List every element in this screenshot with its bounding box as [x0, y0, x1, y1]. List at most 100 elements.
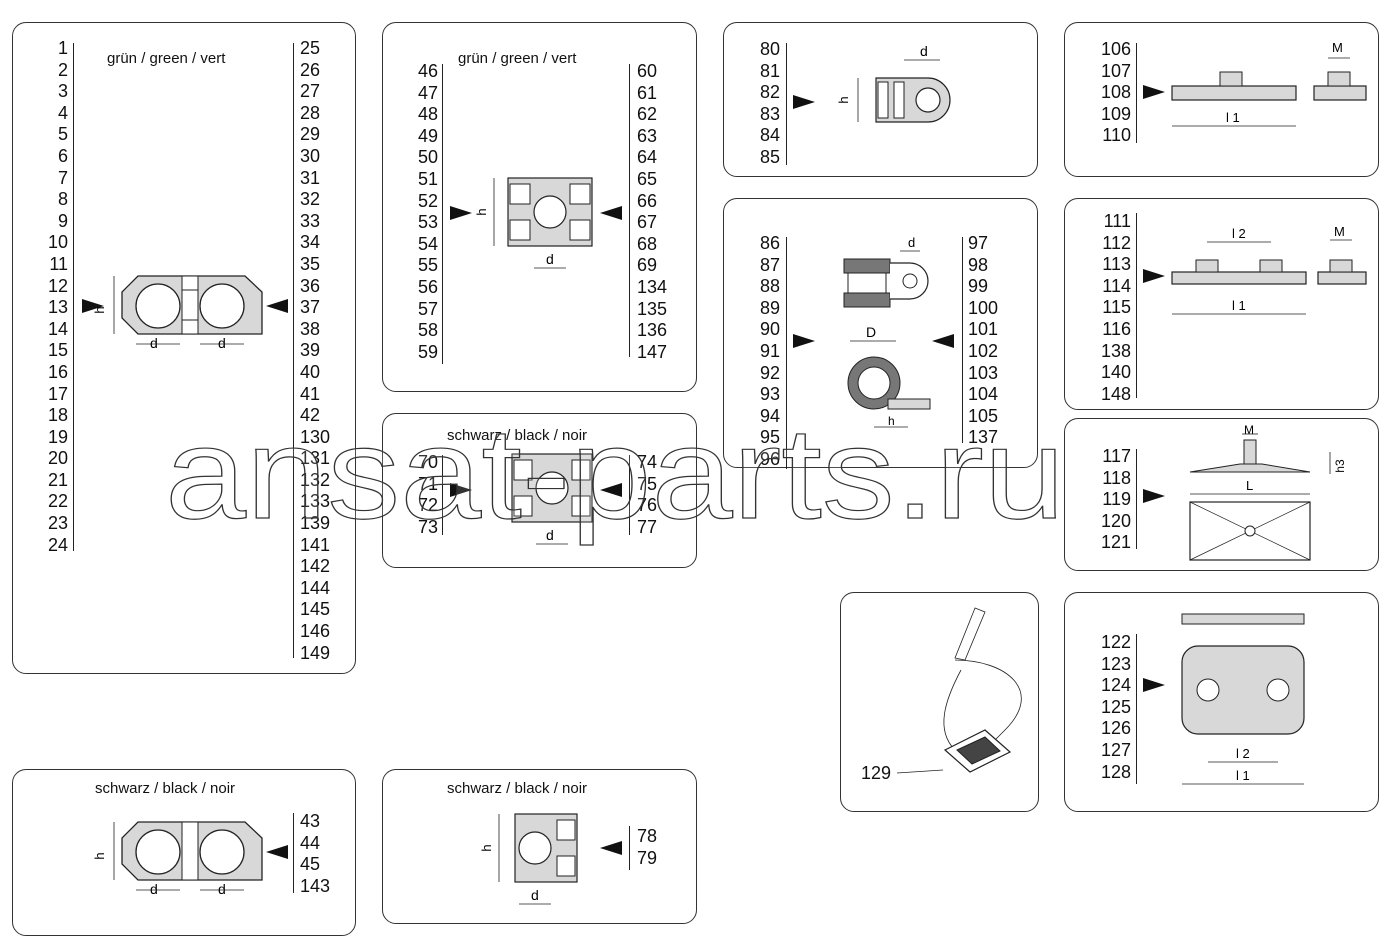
- l1-dimension-label: l 1: [1236, 768, 1250, 783]
- list-divider: [293, 813, 294, 893]
- part-number: 101: [968, 319, 999, 340]
- black-half-clamp-drawing: h d: [479, 813, 578, 905]
- single-clamp-drawing: h d: [474, 177, 593, 269]
- part-number: 139: [300, 513, 331, 534]
- part-number: 19: [47, 426, 68, 447]
- part-number: 122: [1100, 632, 1131, 652]
- part-number: 111: [1103, 211, 1131, 231]
- list-divider: [1136, 634, 1137, 784]
- part-number: 128: [1100, 761, 1131, 782]
- arrow-right-icon: [1143, 489, 1165, 503]
- part-number: 79: [637, 847, 658, 868]
- list-divider: [1136, 213, 1137, 398]
- part-number: 142: [300, 556, 331, 577]
- list-divider: [73, 43, 74, 551]
- part-number: 102: [968, 340, 999, 361]
- part-number: 9: [57, 210, 68, 231]
- part-number: 81: [759, 60, 780, 81]
- d-dimension-label: d: [150, 881, 158, 897]
- h-dimension-label: h: [92, 852, 107, 859]
- part-number: 34: [300, 232, 321, 253]
- part-number: 62: [637, 104, 658, 125]
- part-number: 120: [1100, 510, 1131, 531]
- arrow-right-icon: [793, 334, 815, 348]
- part-number: 63: [637, 125, 658, 146]
- arrow-left-icon: [266, 299, 288, 313]
- part-number: 14: [47, 318, 68, 339]
- cable-tie-drawing: [896, 607, 1022, 774]
- part-number: 136: [637, 320, 668, 341]
- part-number: 59: [417, 341, 438, 362]
- list-divider: [1136, 449, 1137, 549]
- l1-dimension-label: l 1: [1226, 110, 1240, 125]
- panel-title: grün / green / vert: [458, 50, 577, 67]
- part-number: 119: [1102, 489, 1131, 510]
- part-number: 21: [47, 469, 68, 490]
- part-number: 31: [300, 167, 321, 188]
- m-dimension-label: M: [1334, 224, 1345, 239]
- part-number: 32: [300, 189, 321, 210]
- part-number: 133: [300, 491, 331, 512]
- part-number: 137: [968, 427, 999, 448]
- d-dimension-label: d: [546, 251, 554, 267]
- double-clamp-drawing: h d d: [92, 275, 263, 351]
- part-number: 126: [1100, 718, 1131, 739]
- part-number: 135: [637, 298, 668, 319]
- part-number: 131: [300, 448, 331, 469]
- part-number: 78: [637, 826, 658, 846]
- panel-hose-clamp: [723, 198, 1038, 468]
- part-number: 17: [47, 383, 68, 404]
- part-number: 45: [300, 854, 321, 875]
- part-number: 1: [57, 38, 68, 58]
- panel-title: schwarz / black / noir: [95, 780, 236, 797]
- list-divider: [786, 237, 787, 469]
- part-number: 67: [637, 212, 658, 233]
- part-number: 12: [47, 275, 68, 296]
- part-number: 94: [759, 405, 780, 426]
- base-plate-drawing: M h3 L: [1189, 423, 1347, 561]
- m-dimension-label: M: [1244, 423, 1254, 437]
- part-number: 15: [47, 340, 68, 361]
- part-number: 89: [759, 297, 780, 318]
- part-number: 107: [1100, 60, 1131, 81]
- part-number: 84: [759, 125, 780, 146]
- arrow-right-icon: [450, 206, 472, 220]
- part-number: 121: [1100, 532, 1131, 553]
- arrow-left-icon: [600, 841, 622, 855]
- d-dimension-label: d: [218, 335, 226, 351]
- part-number: 13: [47, 297, 68, 318]
- panel-double-mounting-rail: [1064, 198, 1379, 410]
- part-number: 10: [47, 232, 68, 253]
- part-number: 110: [1102, 125, 1131, 146]
- part-number: 58: [417, 320, 438, 341]
- part-number: 72: [417, 495, 438, 516]
- part-number: 141: [300, 534, 331, 555]
- part-number: 29: [300, 124, 321, 145]
- part-number: 114: [1102, 275, 1131, 296]
- part-number: 60: [637, 61, 658, 81]
- part-number: 97: [968, 233, 989, 253]
- D-dimension-label: D: [866, 324, 876, 340]
- part-number: 7: [57, 167, 68, 188]
- list-divider: [786, 43, 787, 165]
- part-number: 37: [300, 297, 321, 318]
- part-number: 22: [47, 491, 68, 512]
- part-number: 91: [759, 340, 780, 361]
- part-number: 85: [759, 146, 780, 167]
- part-number: 83: [759, 103, 780, 124]
- part-number: 18: [47, 405, 68, 426]
- part-number: 98: [968, 254, 989, 275]
- part-number: 90: [759, 319, 780, 340]
- part-number: 40: [300, 361, 321, 382]
- part-number: 112: [1102, 232, 1131, 253]
- part-number: 35: [300, 253, 321, 274]
- part-number: 36: [300, 275, 321, 296]
- d-dimension-label: d: [546, 527, 554, 543]
- list-divider: [629, 826, 630, 870]
- arrow-right-icon: [1143, 678, 1165, 692]
